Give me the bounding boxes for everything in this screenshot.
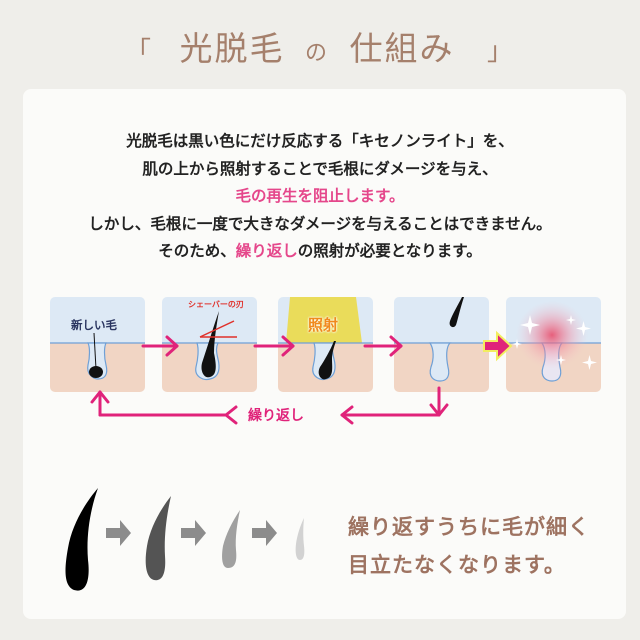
result-line-1: 繰り返すうちに毛が細く xyxy=(348,515,590,539)
result-line-2: 目立たなくなります。 xyxy=(348,553,566,577)
description-highlight: 毛の再生を阻止します。 xyxy=(235,187,405,205)
new-hair-label: 新しい毛 xyxy=(71,318,117,332)
description: 光脱毛は黒い色にだけ反応する「キセノンライト」を、 肌の上から照射することで毛根… xyxy=(0,128,640,266)
arrow-right-icon xyxy=(252,520,277,546)
panel-hair-removed xyxy=(394,297,489,392)
damaged-follicle-illustration xyxy=(506,297,601,392)
description-line-5: そのため、繰り返しの照射が必要となります。 xyxy=(0,238,640,266)
hair-removed-illustration xyxy=(394,297,489,392)
page-title: 「 光脱毛 の 仕組み 」 xyxy=(0,22,640,70)
light-beam-illustration xyxy=(278,297,373,392)
hair-thinnest-icon xyxy=(295,518,305,560)
repeat-cycle-label: 繰り返し xyxy=(246,405,306,425)
hair-thick-icon xyxy=(65,488,98,591)
repeat-highlight: 繰り返し xyxy=(235,242,298,260)
panel-irradiation: 照射 xyxy=(278,297,373,392)
description-line-4: しかし、毛根に一度で大きなダメージを与えることはできません。 xyxy=(88,214,552,233)
description-line-2: 肌の上から照射することで毛根にダメージを与え、 xyxy=(142,159,498,178)
new-hair-illustration xyxy=(50,297,145,392)
panel-new-hair: 新しい毛 xyxy=(50,297,145,392)
hair-thinning-progression xyxy=(65,488,305,591)
title-main-2: 仕組み xyxy=(349,29,455,68)
title-main-1: 光脱毛 xyxy=(179,29,285,68)
panel-shaved-hair: シェーバーの刃 xyxy=(162,297,257,392)
title-particle: の xyxy=(304,41,329,66)
description-line-1: 光脱毛は黒い色にだけ反応する「キセノンライト」を、 xyxy=(126,132,514,150)
panel-follicle-damaged xyxy=(506,297,601,392)
hair-thin-icon xyxy=(222,510,240,568)
line5-pre: そのため、 xyxy=(158,242,236,260)
irradiation-label: 照射 xyxy=(308,316,339,334)
title-open-bracket: 「 xyxy=(124,37,153,67)
shaver-illustration xyxy=(162,297,257,392)
result-text: 繰り返すうちに毛が細く 目立たなくなります。 xyxy=(348,508,590,584)
title-close-bracket: 」 xyxy=(487,37,516,67)
arrow-right-icon xyxy=(106,520,131,546)
big-arrow-icon xyxy=(483,330,513,362)
arrow-right-icon xyxy=(181,520,206,546)
line5-post: の照射が必要となります。 xyxy=(297,242,482,260)
shaver-blade-label: シェーバーの刃 xyxy=(188,300,244,309)
hair-medium-icon xyxy=(145,496,171,581)
